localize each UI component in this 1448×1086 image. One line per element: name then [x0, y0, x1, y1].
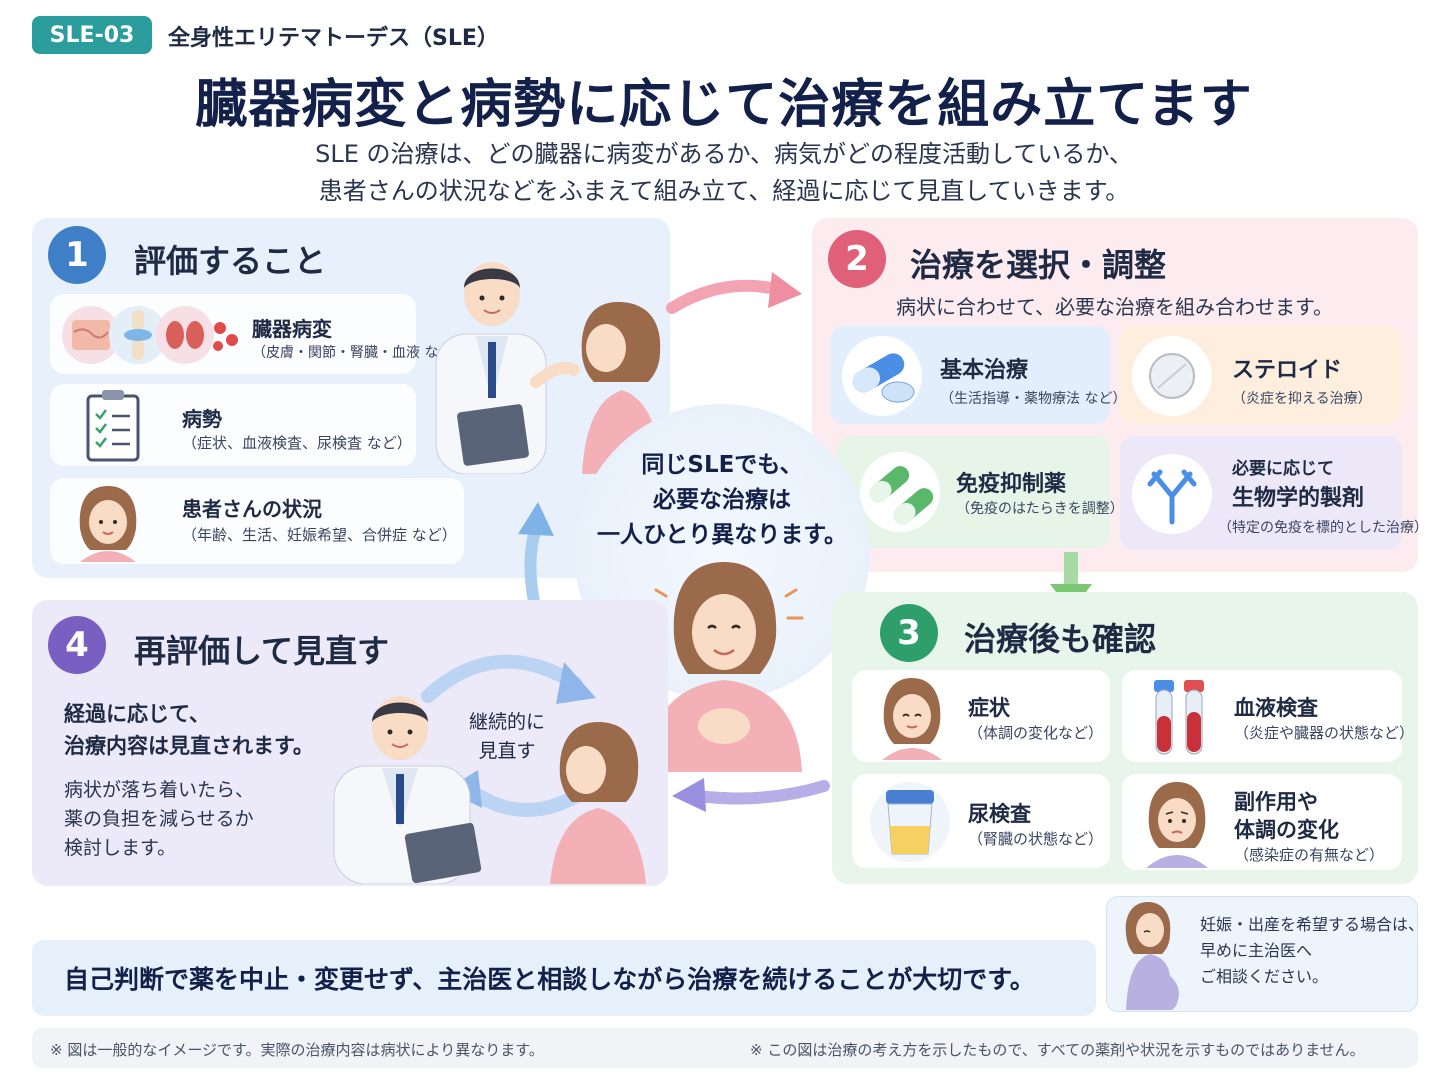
doctor-tablet-illustration [333, 696, 646, 884]
arrow-1-to-2 [666, 272, 802, 314]
center-message: 同じSLEでも、 必要な治療は 一人ひとり異なります。 [574, 448, 870, 553]
organ-title: 臓器病変 [252, 317, 332, 341]
cycle-label-line-2: 見直す [478, 740, 536, 762]
footer-note-right: ※ この図は治療の考え方を示したもので、すべての薬剤や状況を示すものではありませ… [750, 1041, 1365, 1059]
woman-worried-icon [1146, 782, 1208, 868]
continuous-review-label: 継続的に 見直す [462, 708, 552, 766]
side-effects-sub: （感染症の有無など） [1234, 846, 1385, 864]
step3-number: 3 [880, 604, 938, 662]
step4-lead-line-2: 治療内容は見直されます。 [64, 734, 314, 758]
clipboard-icon [86, 390, 140, 462]
intro-line-2: 患者さんの状況などをふまえて組み立て、経過に応じて見直していきます。 [318, 177, 1130, 205]
steroid-tablet-icon [1132, 336, 1212, 416]
capsule-pill-icon [842, 336, 922, 416]
step4-body-line-3: 検討します。 [64, 837, 177, 859]
step4-number: 4 [48, 616, 106, 674]
urine-cup-icon [870, 782, 950, 862]
doctor-patient-illustration [435, 262, 662, 474]
important-notice: 自己判断で薬を中止・変更せず、主治医と相談しながら治療を続けることが大切です。 [32, 940, 1096, 1016]
arrow-3-to-4 [672, 778, 830, 812]
pregnancy-line-2: 早めに主治医へ [1200, 941, 1313, 960]
pregnancy-note: 妊娠・出産を希望する場合は、 早めに主治医へ ご相談ください。 [1200, 912, 1424, 990]
blood-test-title: 血液検査 [1234, 696, 1318, 720]
antibody-icon [1132, 454, 1212, 534]
cycle-label-line-1: 継続的に [468, 711, 545, 733]
step1-title: 評価すること [134, 242, 327, 280]
footer-note-left: ※ 図は一般的なイメージです。実際の治療内容は病状により異なります。 [50, 1041, 544, 1059]
organ-icons [62, 306, 238, 364]
side-effects-title-1: 副作用や [1234, 790, 1318, 814]
step2-number: 2 [828, 230, 886, 288]
blood-test-sub: （炎症や臓器の状態など） [1234, 724, 1415, 742]
step2-title: 治療を選択・調整 [910, 246, 1167, 284]
step1-number: 1 [48, 226, 106, 284]
footer-bar [32, 1028, 1418, 1068]
urine-test-sub: （腎臓の状態など） [968, 830, 1104, 848]
step4-lead-line-1: 経過に応じて、 [64, 702, 210, 726]
basic-treatment-title: 基本治療 [940, 358, 1029, 383]
center-woman-illustration [646, 562, 804, 772]
disease-name: 全身性エリテマトーデス（SLE） [168, 26, 499, 51]
step4-body: 病状が落ち着いたら、 薬の負担を減らせるか 検討します。 [64, 776, 254, 863]
green-capsule-icon [860, 452, 940, 532]
step4-lead: 経過に応じて、 治療内容は見直されます。 [64, 698, 314, 762]
biologic-sub: （特定の免疫を標的とした治療） [1218, 520, 1428, 536]
center-line-1: 同じSLEでも、 [641, 452, 803, 478]
pregnancy-line-3: ご相談ください。 [1200, 967, 1329, 986]
series-badge: SLE-03 [32, 16, 152, 54]
step4-body-line-1: 病状が落ち着いたら、 [64, 779, 255, 801]
urine-test-title: 尿検査 [968, 802, 1031, 826]
patient-woman-icon [79, 486, 137, 562]
woman-calm-icon [882, 678, 942, 760]
basic-treatment-sub: （生活指導・薬物療法 など） [940, 391, 1127, 407]
immunosuppressant-title: 免疫抑制薬 [956, 472, 1067, 497]
biologic-title: 生物学的製剤 [1232, 486, 1365, 511]
symptoms-title: 症状 [968, 696, 1010, 720]
symptoms-sub: （体調の変化など） [968, 724, 1104, 742]
intro-text: SLE の治療は、どの臓器に病変があるか、病気がどの程度活動しているか、 患者さ… [0, 136, 1448, 210]
page-title: 臓器病変と病勢に応じて治療を組み立てます [195, 75, 1253, 135]
activity-title: 病勢 [182, 407, 222, 431]
patient-status-sub: （年齢、生活、妊娠希望、合併症 など） [182, 526, 457, 544]
intro-line-1: SLE の治療は、どの臓器に病変があるか、病気がどの程度活動しているか、 [315, 140, 1133, 168]
pregnant-woman-icon [1125, 902, 1179, 1010]
immunosuppressant-sub: （免疫のはたらきを調整） [956, 501, 1124, 517]
step2-description: 病状に合わせて、必要な治療を組み合わせます。 [896, 295, 1333, 319]
activity-sub: （症状、血液検査、尿検査 など） [182, 434, 412, 452]
steroid-title: ステロイド [1232, 358, 1343, 383]
center-line-3: 一人ひとり異なります。 [596, 522, 847, 548]
blood-tube-icon [1154, 680, 1204, 755]
patient-status-title: 患者さんの状況 [182, 497, 322, 521]
step4-title: 再評価して見直す [134, 632, 390, 670]
biologic-condition: 必要に応じて [1232, 459, 1334, 479]
arrow-4-to-1 [518, 502, 554, 608]
steroid-sub: （炎症を抑える治療） [1232, 391, 1372, 407]
organ-sub: （皮膚・関節・腎臓・血液 など） [252, 345, 467, 361]
pregnancy-line-1: 妊娠・出産を希望する場合は、 [1200, 915, 1425, 934]
side-effects-title-2: 体調の変化 [1234, 818, 1339, 842]
step3-title: 治療後も確認 [964, 620, 1157, 658]
center-line-2: 必要な治療は [653, 487, 791, 513]
step4-body-line-2: 薬の負担を減らせるか [64, 808, 254, 830]
